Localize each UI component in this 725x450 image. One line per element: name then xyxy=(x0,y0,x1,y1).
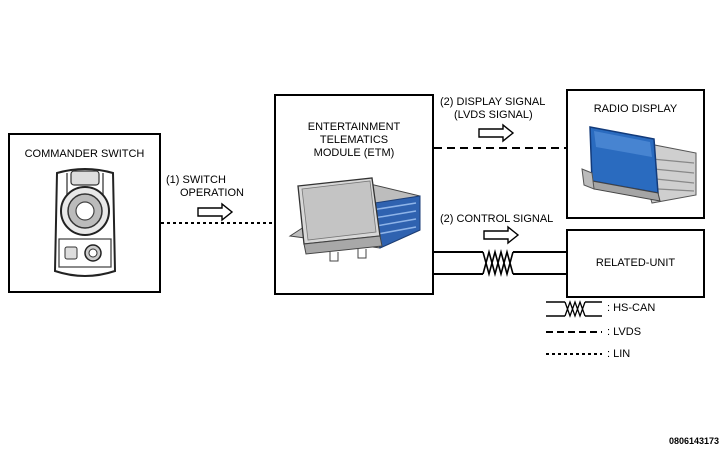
display-signal-label-line-1: (2) DISPLAY SIGNAL xyxy=(440,96,546,108)
document-number: 0806143173 xyxy=(668,436,719,446)
radio-display-label: RADIO DISPLAY xyxy=(593,103,678,115)
etm-module-icon xyxy=(288,177,421,262)
etm-box: ENTERTAINMENT TELEMATICS MODULE (ETM) xyxy=(274,94,434,295)
commander-switch-box: COMMANDER SWITCH xyxy=(8,133,161,293)
switch-arrow-icon xyxy=(197,202,234,222)
etm-label-line-1: ENTERTAINMENT xyxy=(307,121,401,133)
control-arrow-icon xyxy=(483,225,520,245)
legend-hs-can-label: : HS-CAN xyxy=(607,302,656,314)
related-unit-box: RELATED-UNIT xyxy=(566,229,705,298)
control-signal-label: (2) CONTROL SIGNAL xyxy=(440,213,554,225)
related-unit-label: RELATED-UNIT xyxy=(595,257,676,269)
etm-label-line-2: TELEMATICS xyxy=(319,134,389,146)
radio-display-box: RADIO DISPLAY xyxy=(566,89,705,219)
radio-display-icon xyxy=(581,126,697,204)
legend-lvds-label: : LVDS xyxy=(607,326,642,338)
commander-switch-icon xyxy=(53,168,117,277)
display-signal-label-line-2: (LVDS SIGNAL) xyxy=(454,109,533,121)
legend-lin-label: : LIN xyxy=(607,348,631,360)
commander-switch-label: COMMANDER SWITCH xyxy=(24,148,145,160)
etm-label-line-3: MODULE (ETM) xyxy=(313,147,395,159)
switch-operation-label-line-1: (1) SWITCH xyxy=(166,174,226,186)
display-arrow-icon xyxy=(478,123,515,143)
switch-operation-label-line-2: OPERATION xyxy=(180,187,244,199)
hs-can-line xyxy=(434,248,566,278)
legend-hs-can-symbol xyxy=(546,300,602,318)
